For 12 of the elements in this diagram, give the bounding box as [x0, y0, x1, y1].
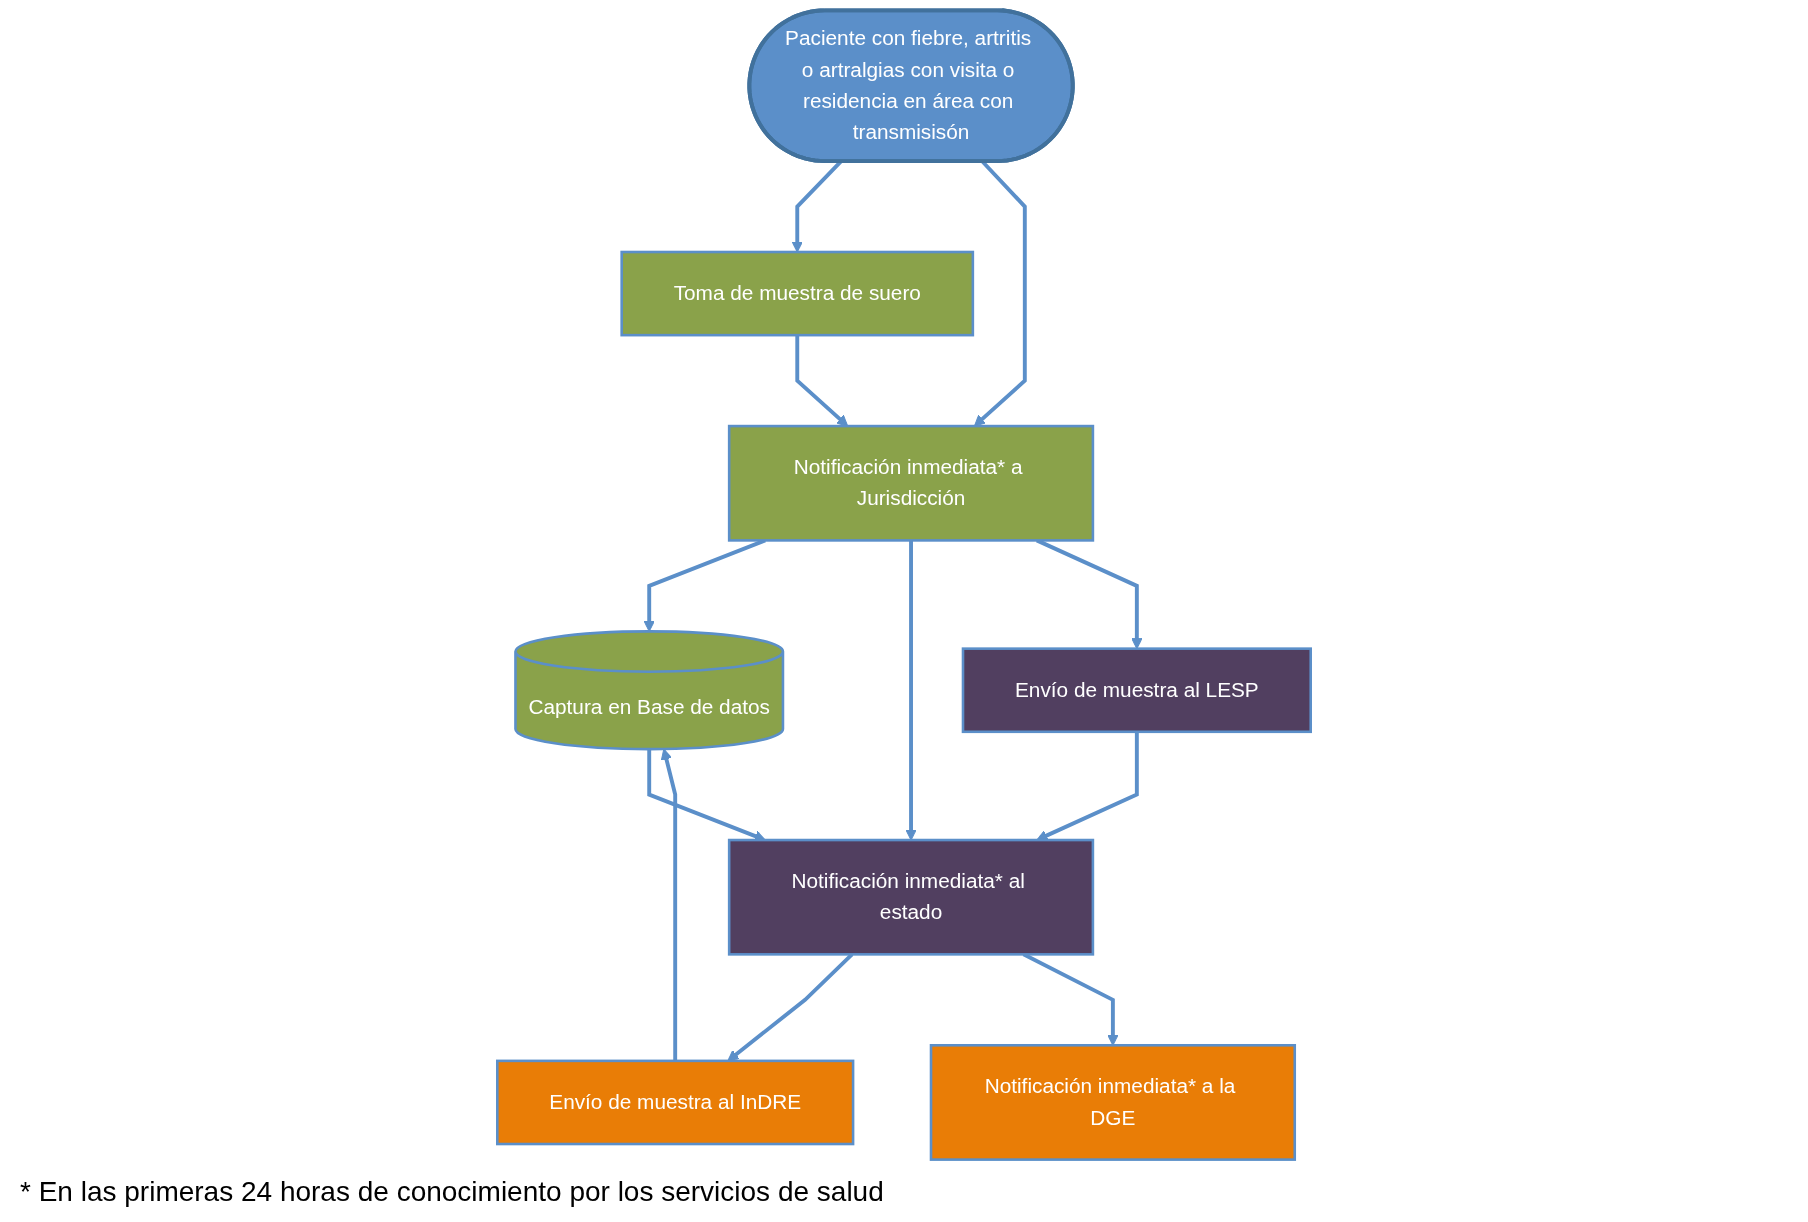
arrow	[1036, 731, 1139, 841]
flowchart: Paciente con fiebre, artritis o artralgias con visita o residencia en área con transmisisón Toma de muestra de suero Notificación inmediata* a Jurisdicción Captura en Base de datos Envío de muestra al LESP Notificación inmediata* al estado Envío de muestra al InDRE Notificación inmediata* a la DGE	[0, 0, 1808, 1170]
node-box	[727, 424, 1095, 542]
footnote: * En las primeras 24 horas de conocimiento por los servicios de salud	[20, 1176, 885, 1208]
node-box	[496, 1059, 855, 1146]
node-box	[727, 838, 1095, 956]
arrow	[795, 335, 849, 427]
arrow	[905, 540, 917, 841]
node-box	[929, 1044, 1297, 1161]
node-box	[620, 250, 975, 337]
node-box	[961, 647, 1312, 734]
arrow	[660, 748, 678, 1061]
